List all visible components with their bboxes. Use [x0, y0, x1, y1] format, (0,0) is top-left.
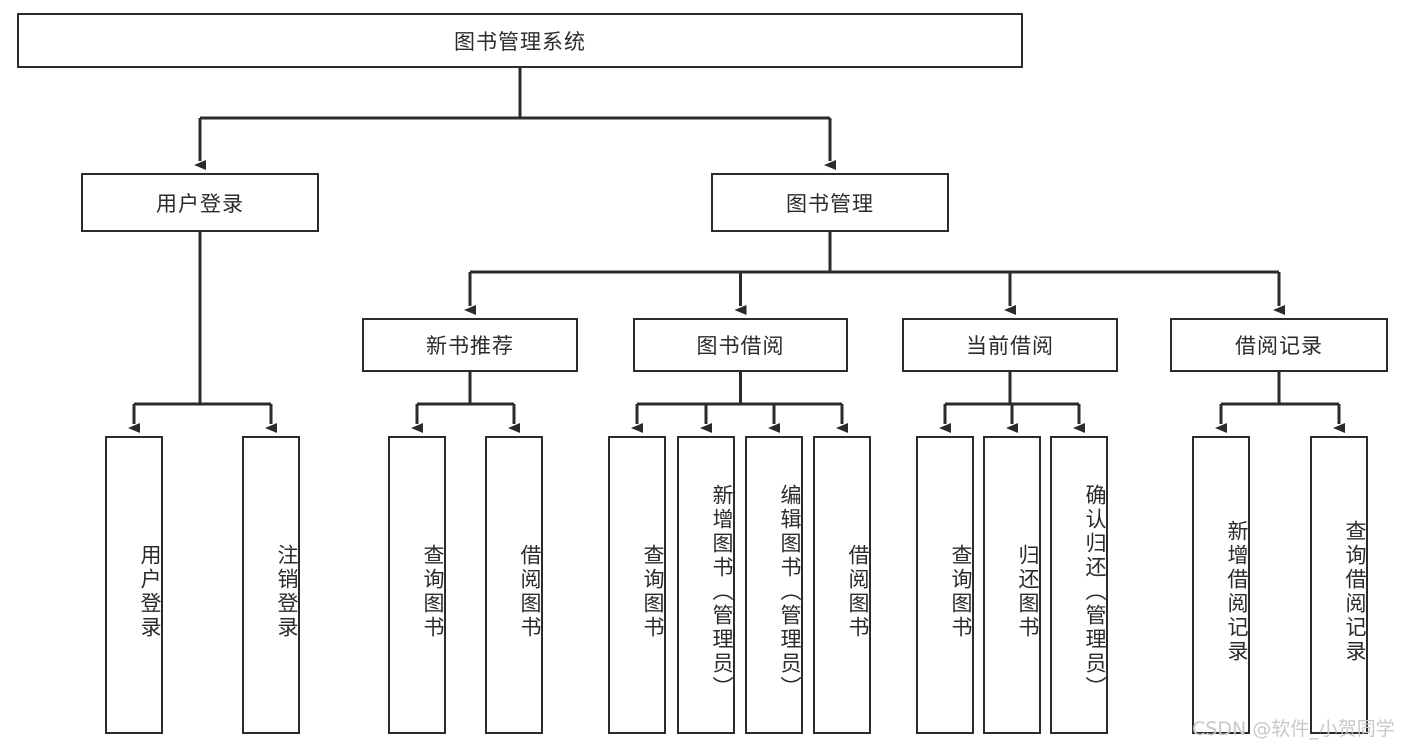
node-label: 新增图书（管理员）: [710, 484, 734, 700]
node-label: 注销登录: [275, 544, 299, 640]
node-label: 查询图书: [421, 544, 445, 640]
node-book-manage[interactable]: 图书管理: [711, 173, 949, 232]
node-label: 用户登录: [156, 191, 244, 216]
node-label: 图书管理系统: [454, 29, 586, 54]
node-leaf-query-record[interactable]: 查询借阅记录: [1310, 436, 1368, 734]
node-leaf-query-book-rec[interactable]: 查询图书: [388, 436, 446, 734]
node-leaf-borrow-book-rec[interactable]: 借阅图书: [485, 436, 543, 734]
node-label: 查询图书: [949, 544, 973, 640]
node-label: 图书借阅: [696, 334, 785, 358]
node-leaf-edit-book[interactable]: 编辑图书（管理员）: [745, 436, 803, 734]
node-root[interactable]: 图书管理系统: [17, 13, 1023, 68]
node-leaf-add-book[interactable]: 新增图书（管理员）: [677, 436, 735, 734]
node-current-borrow[interactable]: 当前借阅: [902, 318, 1118, 372]
node-borrow-record[interactable]: 借阅记录: [1170, 318, 1388, 372]
node-new-book-rec[interactable]: 新书推荐: [362, 318, 578, 372]
node-label: 确认归还（管理员）: [1083, 484, 1107, 700]
node-leaf-return-book[interactable]: 归还图书: [983, 436, 1041, 734]
node-leaf-logout[interactable]: 注销登录: [242, 436, 300, 734]
node-label: 归还图书: [1016, 544, 1040, 640]
node-label: 查询图书: [641, 544, 665, 640]
node-label: 查询借阅记录: [1343, 520, 1367, 664]
node-label: 图书管理: [786, 191, 874, 216]
node-label: 借阅图书: [518, 544, 542, 640]
node-leaf-borrow-book-bb[interactable]: 借阅图书: [813, 436, 871, 734]
node-label: 新增借阅记录: [1225, 520, 1249, 664]
node-label: 新书推荐: [426, 334, 514, 358]
node-leaf-query-book-cb[interactable]: 查询图书: [916, 436, 974, 734]
node-book-borrow[interactable]: 图书借阅: [633, 318, 848, 372]
node-leaf-add-record[interactable]: 新增借阅记录: [1192, 436, 1250, 734]
node-label: 借阅图书: [846, 544, 870, 640]
node-user-login[interactable]: 用户登录: [81, 173, 319, 232]
node-label: 编辑图书（管理员）: [778, 484, 802, 700]
node-leaf-query-book-bb[interactable]: 查询图书: [608, 436, 666, 734]
node-label: 借阅记录: [1235, 334, 1323, 358]
node-leaf-confirm-return[interactable]: 确认归还（管理员）: [1050, 436, 1108, 734]
node-label: 用户登录: [138, 544, 162, 640]
node-leaf-user-login[interactable]: 用户登录: [105, 436, 163, 734]
node-label: 当前借阅: [966, 334, 1054, 358]
